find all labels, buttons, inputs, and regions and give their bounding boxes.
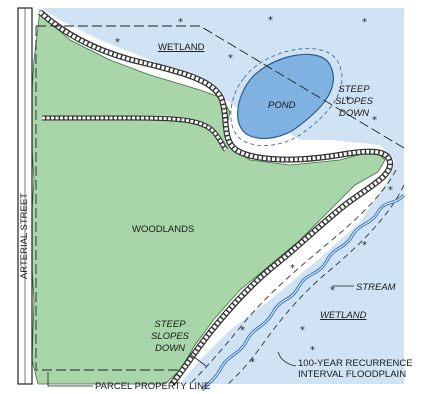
trail-top-inner bbox=[38, 10, 392, 386]
label-property-line: PARCEL PROPERTY LINE bbox=[95, 381, 210, 392]
marsh-icon: ⁎ bbox=[250, 354, 255, 365]
steep-bot-leader bbox=[189, 353, 207, 367]
marsh-icon: ⁎ bbox=[178, 14, 183, 25]
parcel-property-line bbox=[35, 25, 405, 371]
label-steep-top-2: SLOPES bbox=[335, 96, 374, 107]
label-steep-top-3: DOWN bbox=[339, 108, 369, 119]
floodplain-leader bbox=[277, 351, 297, 367]
marsh-icon: ⁎ bbox=[228, 50, 233, 61]
label-wetland-bottom: WETLAND bbox=[320, 310, 367, 321]
label-woodlands: WOODLANDS bbox=[132, 224, 194, 235]
label-steep-top-1: STEEP bbox=[338, 84, 370, 95]
property-line-leader bbox=[47, 372, 93, 387]
marsh-icon: ⁎ bbox=[310, 342, 315, 353]
floodplain-line-2 bbox=[227, 184, 405, 385]
marsh-icon: ⁎ bbox=[345, 92, 350, 103]
label-steep-bot-1: STEEP bbox=[154, 319, 186, 330]
marsh-icon: ⁎ bbox=[372, 112, 377, 123]
marsh-icon: ⁎ bbox=[388, 182, 393, 193]
label-wetland-top: WETLAND bbox=[158, 42, 205, 53]
label-stream: STREAM bbox=[356, 282, 396, 293]
street-label: ARTERIAL STREET bbox=[19, 193, 30, 279]
label-steep-bot-2: SLOPES bbox=[151, 331, 190, 342]
trail-spur-inner bbox=[42, 116, 228, 151]
label-pond: POND bbox=[268, 100, 296, 111]
marsh-icon: ⁎ bbox=[362, 237, 367, 248]
marsh-icon: ⁎ bbox=[115, 34, 120, 45]
woodland-area bbox=[29, 8, 386, 385]
floodplain-line bbox=[189, 169, 397, 385]
label-floodplain-2: INTERVAL FLOODPLAIN bbox=[298, 369, 406, 380]
pond-contour bbox=[230, 48, 343, 146]
marsh-icon: ⁎ bbox=[290, 260, 295, 271]
label-floodplain-1: 100-YEAR RECURRENCE bbox=[298, 358, 413, 369]
marsh-icon: ⁎ bbox=[268, 12, 273, 23]
pond bbox=[237, 53, 335, 139]
marsh-icon: ⁎ bbox=[240, 322, 245, 333]
marsh-icon: ⁎ bbox=[300, 322, 305, 333]
marsh-icon: ⁎ bbox=[330, 282, 335, 293]
label-steep-bot-3: DOWN bbox=[155, 343, 185, 354]
marsh-icon: ⁎ bbox=[362, 14, 367, 25]
stream-bank bbox=[201, 194, 405, 391]
wetland-symbols: ⁎ ⁎ ⁎ ⁎ ⁎ ⁎ ⁎ ⁎ ⁎ ⁎ ⁎ ⁎ ⁎ ⁎ ⁎ bbox=[115, 12, 393, 365]
